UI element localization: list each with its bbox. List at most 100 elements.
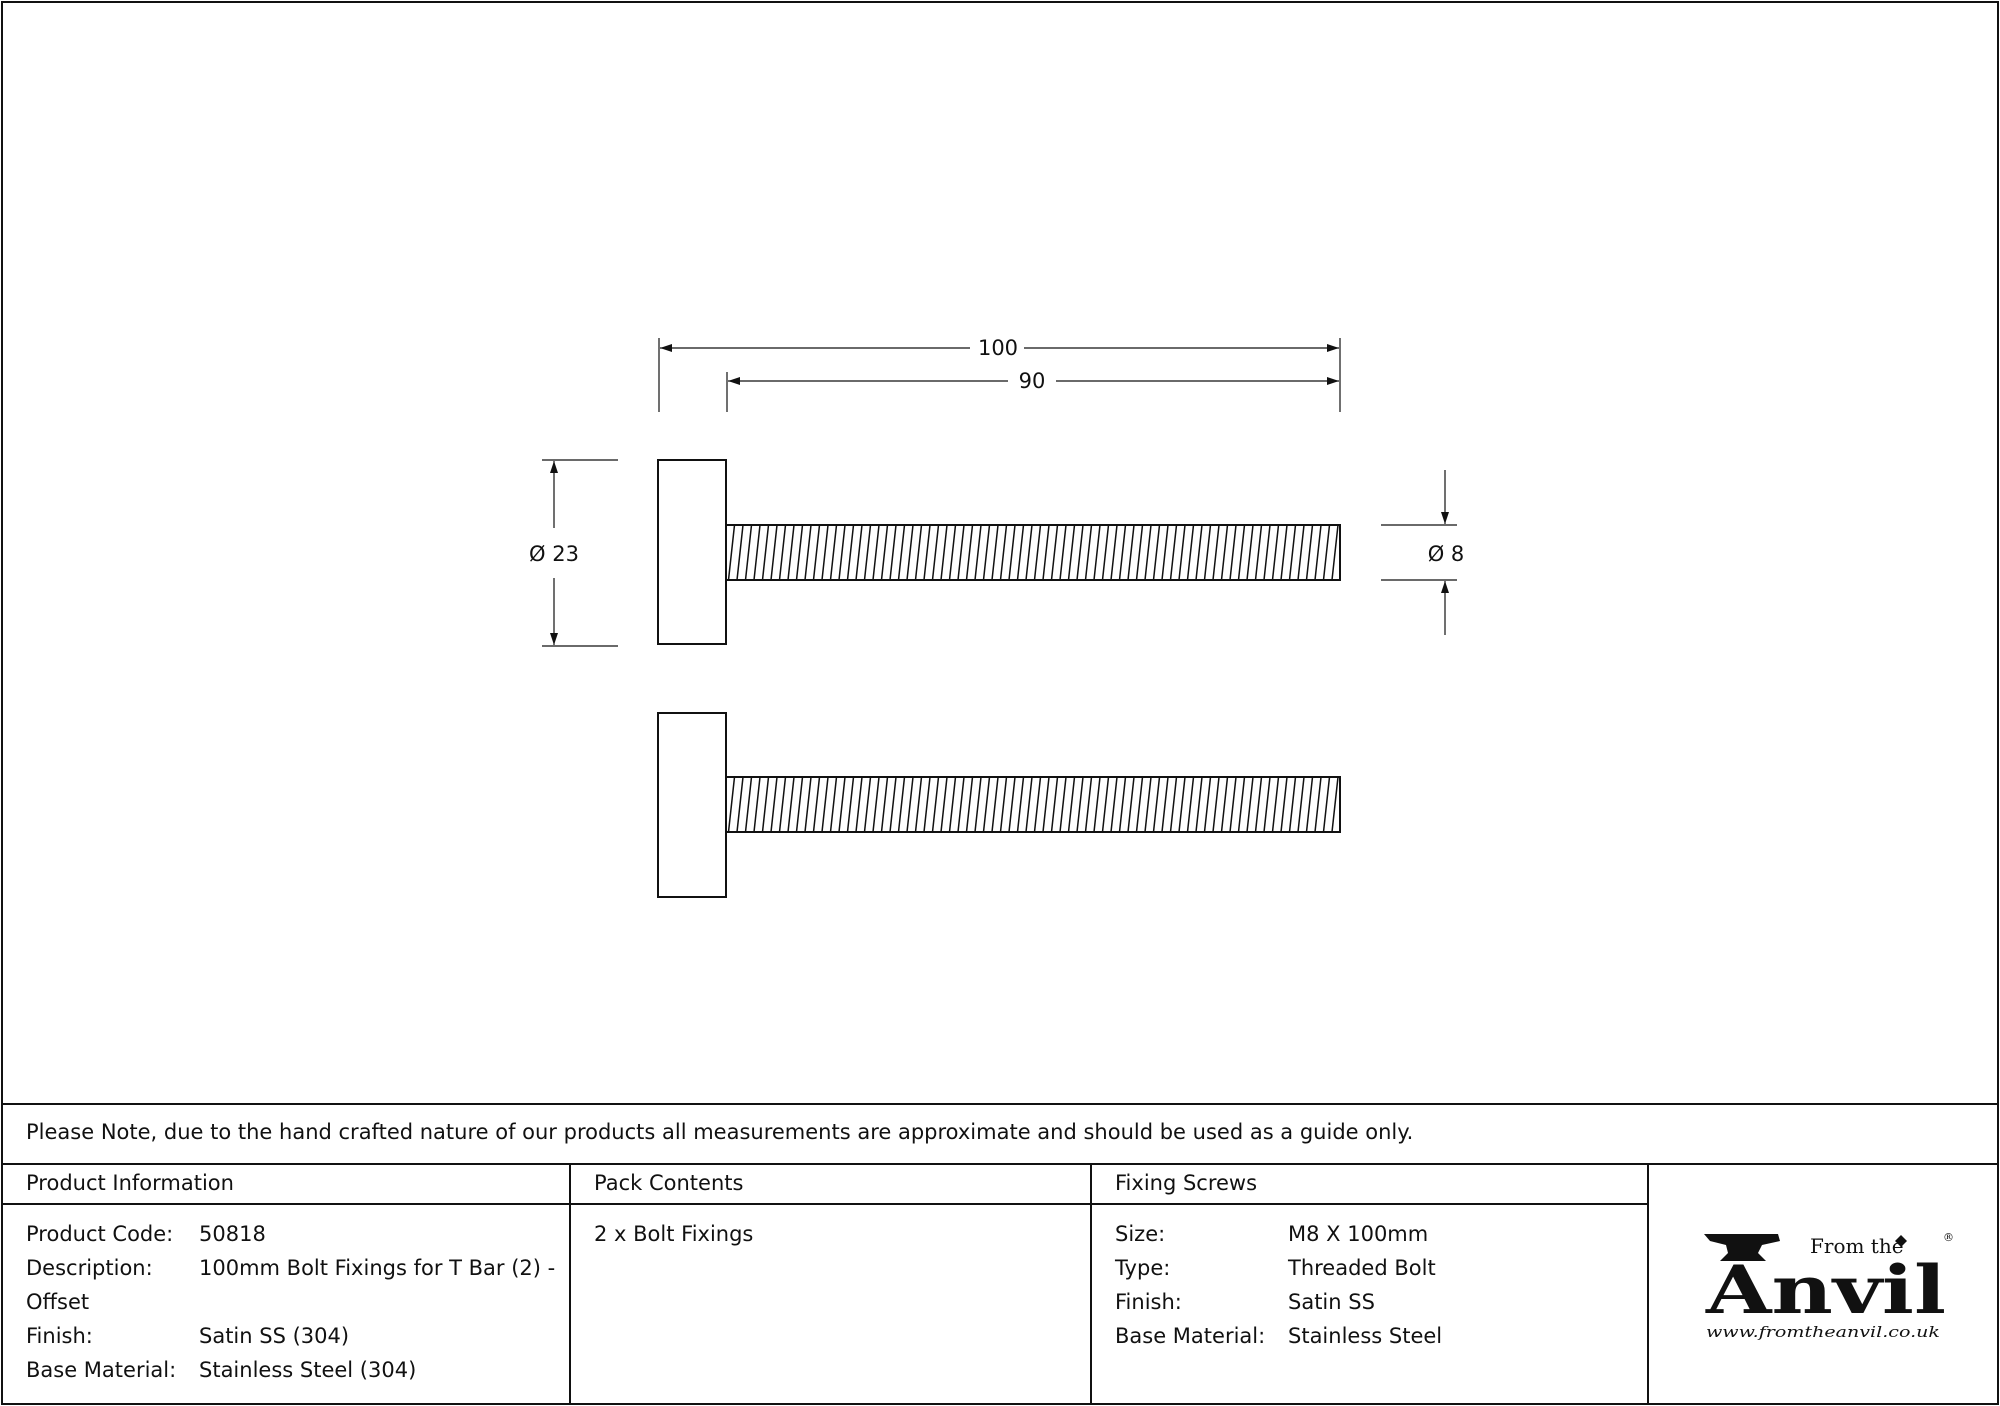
thread-hatch-line <box>1254 525 1263 580</box>
thread-hatch-line <box>931 525 940 580</box>
bolt-head-top <box>657 459 727 645</box>
thread-hatch-line <box>1093 777 1101 832</box>
thread-hatch-line <box>999 777 1008 832</box>
thread-hatch-line <box>1280 777 1288 832</box>
thread-hatch-line <box>974 777 982 832</box>
thread-hatch-line <box>897 525 906 580</box>
thread-hatch-line <box>812 777 821 832</box>
thread-hatch-line <box>931 777 940 832</box>
logo-from-the: From the <box>1810 1234 1904 1258</box>
thread-hatch-line <box>821 525 829 580</box>
bolt-thread-top <box>725 524 1341 581</box>
thread-hatch-line <box>1067 525 1076 580</box>
dim-label-overall-length: 100 <box>978 336 1018 360</box>
thread-hatch-line <box>1169 525 1178 580</box>
thread-hatch-line <box>991 777 999 832</box>
thread-hatch-line <box>753 525 761 580</box>
thread-hatch-line <box>957 777 965 832</box>
thread-hatch-line <box>982 777 991 832</box>
thread-hatch-line <box>1135 777 1144 832</box>
thread-hatch-line <box>846 777 855 832</box>
thread-hatch-line <box>829 777 838 832</box>
bolt-thread-bottom <box>725 776 1341 833</box>
thread-hatch-line <box>846 525 855 580</box>
thread-hatch-line <box>965 777 974 832</box>
description-value-continued: Offset <box>26 1290 90 1314</box>
thread-hatch-line <box>923 777 931 832</box>
thread-hatch-line <box>872 525 880 580</box>
thread-hatch-line <box>727 525 736 580</box>
thread-hatch-line <box>1263 777 1271 832</box>
thread-hatch-line <box>940 777 948 832</box>
thread-hatch-line <box>829 525 838 580</box>
thread-hatch-line <box>1314 525 1322 580</box>
thread-hatch-line <box>1025 525 1033 580</box>
thread-hatch-line <box>1322 525 1331 580</box>
dim-label-thread-diameter: Ø 8 <box>1428 542 1465 566</box>
disclaimer-note: Please Note, due to the hand crafted nat… <box>26 1120 1414 1144</box>
thread-hatch-line <box>1305 777 1314 832</box>
thread-hatch-line <box>1161 777 1169 832</box>
thread-hatch-line <box>770 777 778 832</box>
thread-hatch-line <box>838 777 846 832</box>
thread-hatch-line <box>804 777 812 832</box>
thread-hatch-line <box>795 525 804 580</box>
thread-hatch-line <box>999 525 1008 580</box>
base-material-value: Stainless Steel (304) <box>199 1358 417 1382</box>
finish-label: Finish: <box>26 1324 93 1348</box>
thread-hatch-line <box>957 525 965 580</box>
from-the-anvil-logo: From the ® Anvil www.fromtheanvil.co.uk <box>1704 1231 1954 1341</box>
thread-hatch-line <box>1127 525 1135 580</box>
thread-hatch-line <box>1297 777 1305 832</box>
thread-hatch-line <box>1203 777 1212 832</box>
product-information-heading: Product Information <box>26 1171 234 1195</box>
thread-hatch-line <box>1144 777 1152 832</box>
thread-hatch-line <box>872 777 880 832</box>
thread-hatch-line <box>1178 777 1186 832</box>
thread-hatch-line <box>1246 777 1254 832</box>
thread-hatch-line <box>1203 525 1212 580</box>
thread-hatch-line <box>1297 525 1305 580</box>
thread-hatch-line <box>1050 525 1059 580</box>
thread-hatch-line <box>1314 777 1322 832</box>
thread-hatch-line <box>1144 525 1152 580</box>
thread-hatch-line <box>1288 525 1297 580</box>
thread-hatch-line <box>1101 777 1110 832</box>
description-value: 100mm Bolt Fixings for T Bar (2) - <box>199 1256 556 1280</box>
anvil-icon <box>1704 1234 1780 1261</box>
thread-hatch-line <box>1042 777 1050 832</box>
thread-hatch-line <box>1169 777 1178 832</box>
thread-hatch-line <box>1220 525 1229 580</box>
thread-hatch-line <box>1195 777 1203 832</box>
thread-hatch-line <box>914 525 923 580</box>
thread-hatch-line <box>770 525 778 580</box>
thread-hatch-line <box>795 777 804 832</box>
screw-finish-label: Finish: <box>1115 1290 1182 1314</box>
thread-hatch-line <box>1161 525 1169 580</box>
logo-url: www.fromtheanvil.co.uk <box>1706 1323 1940 1341</box>
thread-hatch-line <box>1033 525 1042 580</box>
thread-hatch-line <box>744 525 753 580</box>
thread-hatch-line <box>736 525 744 580</box>
thread-hatch-line <box>1076 525 1084 580</box>
thread-hatch-line <box>778 777 787 832</box>
thread-hatch-line <box>889 525 897 580</box>
dim-label-head-diameter: Ø 23 <box>529 542 579 566</box>
thread-hatch-line <box>804 525 812 580</box>
thread-hatch-line <box>965 525 974 580</box>
thread-hatch-line <box>1016 777 1025 832</box>
thread-hatch-line <box>812 525 821 580</box>
product-code-label: Product Code: <box>26 1222 174 1246</box>
thread-hatch-line <box>1229 777 1237 832</box>
description-label: Description: <box>26 1256 153 1280</box>
thread-hatch-line <box>923 525 931 580</box>
thread-hatch-line <box>1186 777 1195 832</box>
thread-hatch-line <box>1033 777 1042 832</box>
thread-hatch-line <box>1084 777 1093 832</box>
logo-registered-mark: ® <box>1943 1231 1954 1244</box>
thread-hatch-line <box>1127 777 1135 832</box>
screw-type-value: Threaded Bolt <box>1288 1256 1436 1280</box>
logo-anvil-wordmark: Anvil <box>1705 1251 1946 1329</box>
thread-hatch-line <box>1110 777 1118 832</box>
